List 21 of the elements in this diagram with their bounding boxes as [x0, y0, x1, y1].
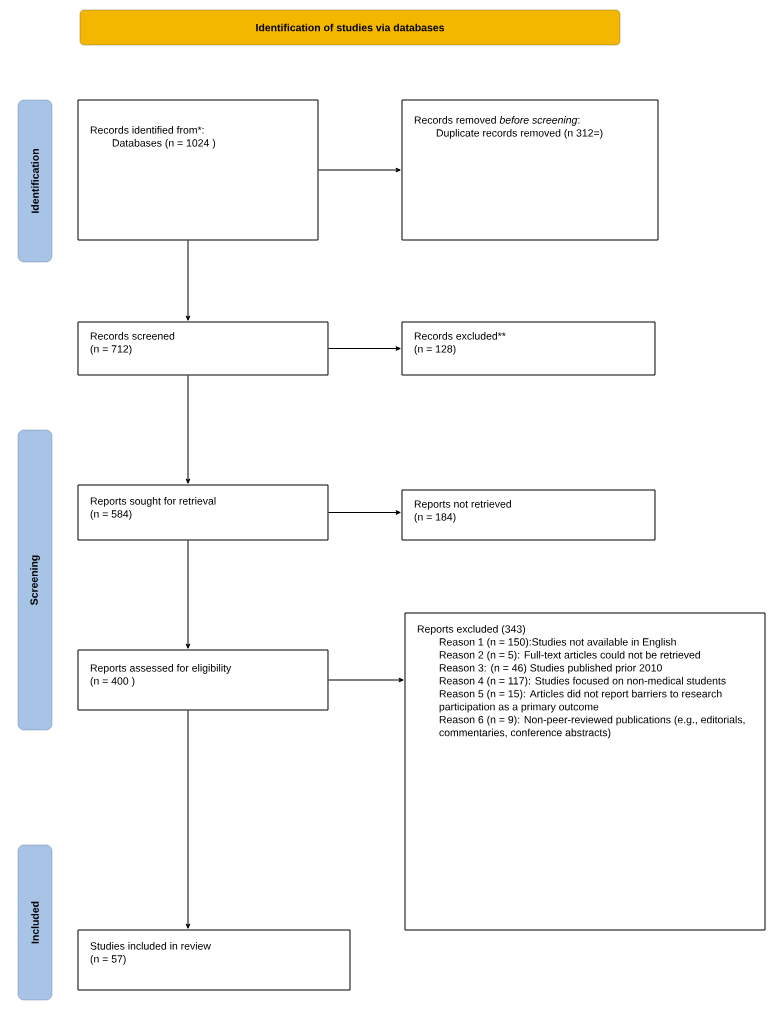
section-banner: Identification of studies via databases	[79, 9, 621, 46]
arrow	[185, 240, 191, 321]
phase-label: Identification	[17, 99, 53, 263]
process-box: Reports assessed for eligibility (n = 400 )	[77, 649, 329, 711]
process-box: Reports sought for retrieval (n = 584)	[77, 484, 329, 541]
process-box: Records removed before screening: Duplicate records removed (n 312=)	[401, 99, 659, 241]
arrow	[185, 540, 191, 649]
arrow	[185, 710, 191, 929]
process-box: Reports excluded (343) Reason 1 (n = 150):Studies not available in English Reason 2 (n = 5): Full-text articles could not be retrieved Reason 3: (n = 46) Studies published prior 2010 Reason 4 (n = 117): Studies focused on non-medical students Reason 5 (n = 15): Articles did not report barriers to research participation as a primary outcome Reason 6 (n = 9): Non-peer-reviewed publications (e.g., editorials, commentaries, conference abstracts)	[404, 612, 766, 931]
phase-label: Screening	[17, 429, 53, 731]
arrow	[318, 167, 401, 173]
arrow	[185, 375, 191, 484]
arrow	[328, 346, 401, 351]
process-box: Records identified from*: Databases (n = 1024 )	[77, 99, 319, 241]
process-box: Reports not retrieved (n = 184)	[401, 489, 656, 541]
phase-label: Included	[17, 844, 53, 1001]
process-box: Records excluded** (n = 128)	[401, 321, 656, 376]
arrow	[328, 510, 401, 515]
process-box: Records screened (n = 712)	[77, 321, 329, 376]
arrow	[328, 677, 404, 683]
process-box: Studies included in review (n = 57)	[77, 929, 351, 991]
